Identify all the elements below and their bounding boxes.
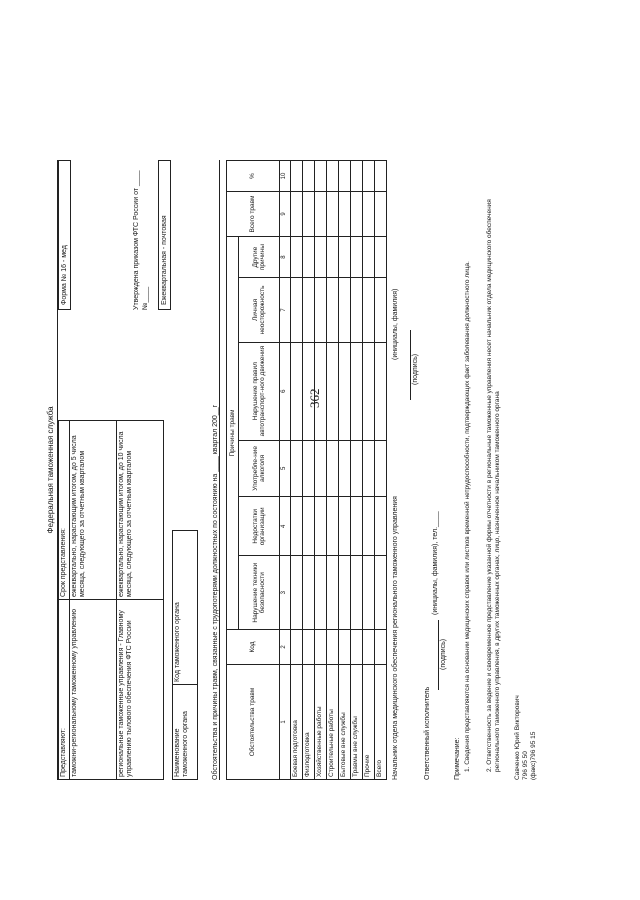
table-row: Боевая подготовка: [290, 160, 302, 780]
note-2: 2. Ответственность за ведение и своеврем…: [486, 199, 501, 772]
row-label: Строительные работы: [326, 664, 338, 780]
contact-phone: 796 95 50: [522, 751, 529, 780]
injuries-table: Обстоятельства травм Код Причины травм В…: [226, 160, 387, 780]
org-name-label: Наименование таможенного органа: [172, 684, 198, 780]
chief-signature-label: Начальник отдела медицинского обеспечени…: [392, 496, 399, 780]
term-cell-1: ежеквартально, нарастающим итогом, до 5 …: [69, 420, 117, 600]
col-causes-group: Причины травм: [226, 236, 239, 630]
who-cell-2: региональные таможенные управления - Гла…: [116, 599, 164, 780]
col-circumstances: Обстоятельства травм: [226, 664, 280, 780]
row-label: Хозяйственные работы: [314, 664, 326, 780]
col-num-5: 5: [279, 440, 290, 497]
approval-text: Утверждена приказом ФТС России от ____ №…: [133, 170, 149, 310]
contact-name: Савченко Юрий Викторович: [514, 695, 521, 780]
note-1: 1. Сведения представляются на основании …: [464, 261, 471, 772]
col-num-8: 8: [279, 236, 290, 278]
table-row: Строительные работы: [326, 160, 338, 780]
term-cell-2: ежеквартально, нарастающим итогом, до 10…: [116, 420, 164, 600]
col-num-7: 7: [279, 277, 290, 343]
col-cause-4: Нарушение правил автотранспорт-ного движ…: [238, 342, 280, 441]
table-row: Хозяйственные работы: [314, 160, 326, 780]
table-title: Обстоятельства и причины травм, связанны…: [212, 160, 220, 780]
who-header: Представляют:: [58, 599, 70, 780]
col-total: Всего травм: [226, 191, 280, 237]
col-num-9: 9: [279, 191, 290, 237]
agency-title: Федеральная таможенная служба: [46, 160, 58, 780]
col-num-10: 10: [279, 160, 290, 192]
col-num-1: 1: [279, 664, 290, 780]
col-cause-1: Нарушение техники безопасности: [238, 555, 280, 630]
col-code: Код: [226, 629, 280, 665]
rotated-form-sheet: Федеральная таможенная служба Представля…: [40, 140, 570, 780]
table-row: Травмы вне службы: [350, 160, 362, 780]
row-label: Физподготовка: [302, 664, 314, 780]
submission-table: Представляют: Срок представления: таможн…: [58, 420, 164, 780]
chief-name-caption: (инициалы, фамилия): [392, 288, 399, 360]
col-cause-6: Другие причины: [238, 236, 280, 278]
row-label: Прочие: [362, 664, 374, 780]
table-row: Прочие: [362, 160, 374, 780]
executor-sign-caption: (подпись): [440, 638, 447, 670]
chief-sign-caption: (подпись): [412, 353, 419, 385]
form-number-label: Форма № 16 - мед: [58, 160, 71, 310]
col-cause-5: Личная неосторожность: [238, 277, 280, 343]
notes-header: Примечание:: [454, 737, 461, 780]
col-num-4: 4: [279, 496, 290, 556]
row-label: Боевая подготовка: [290, 664, 302, 780]
organization-table: Наименование таможенного органа Код тамо…: [172, 530, 198, 780]
col-cause-3: Употребле-ние алкоголя: [238, 440, 280, 497]
frequency-label: Ежеквартальная - почтовая: [158, 160, 171, 310]
row-label: Всего: [374, 664, 386, 780]
col-cause-2: Недостатки организации: [238, 496, 280, 556]
who-cell-1: таможни-региональному таможенному управл…: [69, 599, 117, 780]
table-row: Бытовые вне службы: [338, 160, 350, 780]
col-num-3: 3: [279, 555, 290, 630]
row-label: Бытовые вне службы: [338, 664, 350, 780]
col-num-6: 6: [279, 342, 290, 441]
col-percent: %: [226, 160, 280, 192]
contact-fax: (факс)796 95 15: [530, 731, 537, 780]
term-header: Срок представления:: [58, 420, 70, 600]
table-row: Физподготовка: [302, 160, 314, 780]
org-code-label: Код таможенного органа: [172, 530, 198, 685]
row-label: Травмы вне службы: [350, 664, 362, 780]
table-row: Всего: [374, 160, 386, 780]
executor-label: Ответственный исполнитель: [424, 686, 431, 780]
col-num-2: 2: [279, 629, 290, 665]
executor-name-caption: (инициалы, фамилия), тел.____: [432, 511, 439, 615]
column-number-row: 1 2 3 4 5 6 7 8 9 10: [279, 160, 290, 780]
